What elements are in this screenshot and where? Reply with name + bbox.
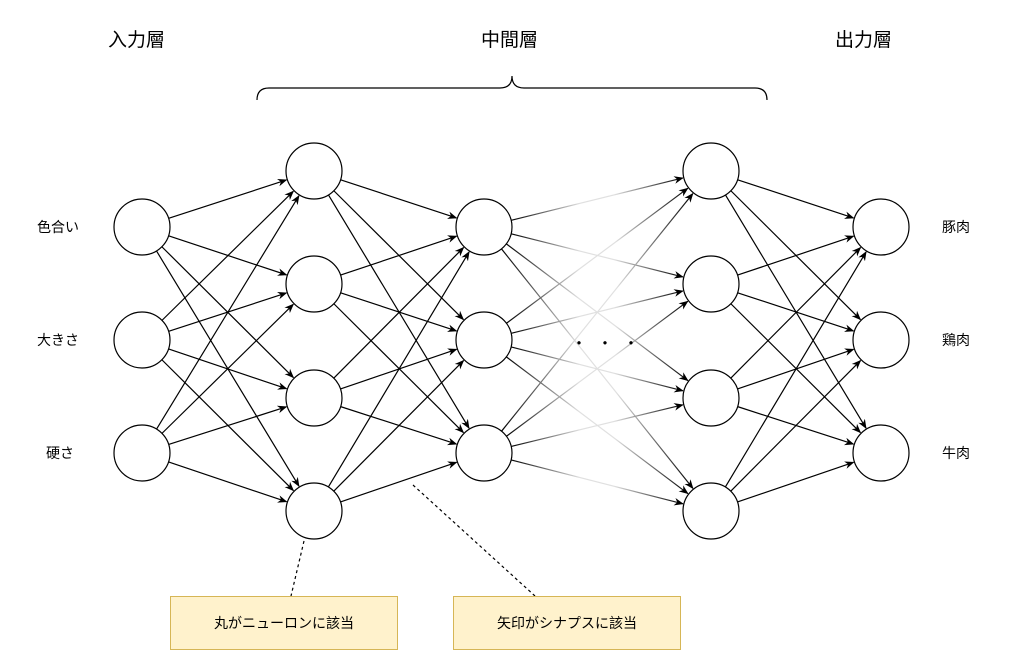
hidden3-neuron-2 — [682, 255, 740, 313]
synapse-arrow — [730, 359, 862, 492]
hidden2-neuron-3 — [455, 424, 513, 482]
synapse-arrow — [156, 194, 300, 430]
input-label-size: 大きさ — [37, 333, 79, 349]
output-neuron-3 — [852, 424, 910, 482]
synapse-arrow — [333, 303, 465, 434]
hidden-layer-brace — [256, 75, 768, 101]
synapse-arrow — [327, 251, 470, 488]
synapse-arrow — [168, 179, 288, 219]
synapse-arrow — [340, 179, 458, 219]
synapse-arrow-continued — [506, 187, 689, 324]
output-label-beef: 牛肉 — [942, 446, 970, 462]
input-label-color: 色合い — [37, 220, 79, 236]
hidden3-neuron-4 — [682, 482, 740, 540]
input-neuron-3 — [113, 424, 171, 482]
hidden2-neuron-2 — [455, 311, 513, 369]
synapse-arrow — [340, 292, 458, 332]
synapse-arrow — [724, 251, 867, 488]
output-label-chicken: 鶏肉 — [942, 333, 970, 349]
synapse-arrow — [333, 246, 465, 379]
neuron-note-connector — [290, 540, 305, 597]
synapse-arrow-continued — [511, 176, 684, 221]
synapse-note-connector — [412, 484, 536, 597]
synapse-arrow — [730, 246, 862, 379]
output-label-pork: 豚肉 — [942, 220, 970, 236]
hidden1-neuron-4 — [285, 482, 343, 540]
synapse-arrow — [730, 303, 862, 434]
synapse-arrow-continued — [510, 459, 684, 506]
synapse-arrow — [161, 190, 294, 321]
output-neuron-1 — [852, 198, 910, 256]
input-label-hardness: 硬さ — [46, 446, 74, 462]
synapse-arrow — [737, 235, 855, 276]
synapse-arrow — [737, 179, 855, 219]
hidden1-neuron-2 — [285, 255, 343, 313]
synapse-arrow — [168, 461, 288, 503]
synapse-arrow — [161, 303, 294, 434]
synapse-note: 矢印がシナプスに該当 — [453, 596, 681, 650]
synapse-arrow — [737, 292, 855, 332]
synapse-arrow — [168, 405, 288, 446]
input-neuron-2 — [113, 311, 171, 369]
hidden1-neuron-3 — [285, 369, 343, 427]
hidden-layer-ellipsis: ・・・ — [571, 334, 650, 353]
output-layer-title: 出力層 — [835, 29, 893, 51]
input-layer-title: 入力層 — [108, 29, 166, 51]
synapse-arrow — [340, 461, 458, 503]
hidden2-neuron-1 — [455, 198, 513, 256]
hidden-layer-title: 中間層 — [481, 29, 539, 51]
synapse-arrow — [737, 461, 855, 503]
synapse-arrow — [340, 235, 458, 276]
output-neuron-2 — [852, 311, 910, 369]
hidden3-neuron-3 — [682, 369, 740, 427]
synapse-arrow — [333, 359, 465, 492]
synapse-arrow-continued — [501, 192, 694, 432]
input-neuron-1 — [113, 198, 171, 256]
hidden3-neuron-1 — [682, 142, 740, 200]
neuron-note: 丸がニューロンに該当 — [170, 596, 398, 650]
hidden1-neuron-1 — [285, 142, 343, 200]
synapse-arrow-continued — [506, 300, 689, 437]
synapse-arrow-continued — [511, 403, 684, 447]
